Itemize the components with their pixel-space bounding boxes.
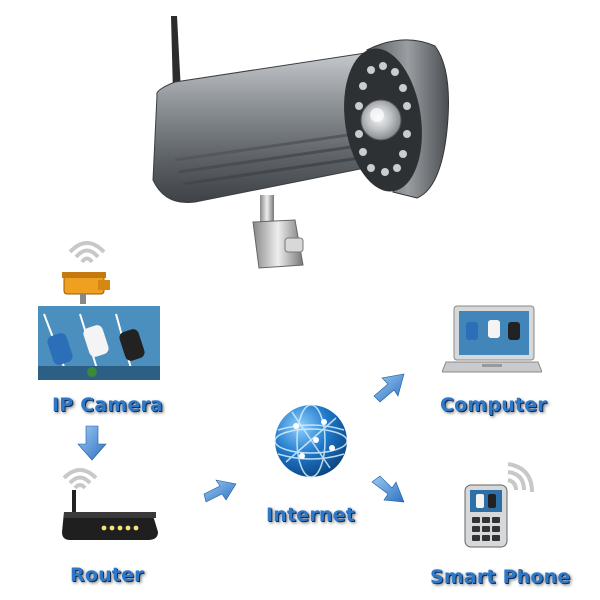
arrow-camera-to-router [77,425,107,461]
node-ip-camera: IP Camera [38,236,168,436]
label-internet: Internet [266,504,356,526]
node-router: Router [60,462,170,592]
arrow-internet-to-computer [373,373,405,403]
wifi-signal-icon [507,462,534,493]
parking-lot-feed-icon [38,306,160,380]
label-router: Router [70,564,144,586]
laptop-icon [442,305,542,373]
globe-icon [274,404,348,478]
node-computer: Computer [436,300,556,420]
smartphone-icon [464,484,508,548]
label-ip-camera: IP Camera [52,394,164,416]
arrow-router-to-internet [203,479,237,503]
label-computer: Computer [440,394,547,416]
node-internet: Internet [260,400,360,530]
router-icon [62,490,158,540]
small-camera-icon [62,272,110,304]
wifi-signal-icon [68,241,106,264]
wifi-signal-icon [62,468,98,490]
node-smart-phone: Smart Phone [430,458,580,594]
arrow-internet-to-smartphone [371,475,405,503]
label-smart-phone: Smart Phone [430,566,571,588]
bullet-camera-icon [152,16,449,269]
